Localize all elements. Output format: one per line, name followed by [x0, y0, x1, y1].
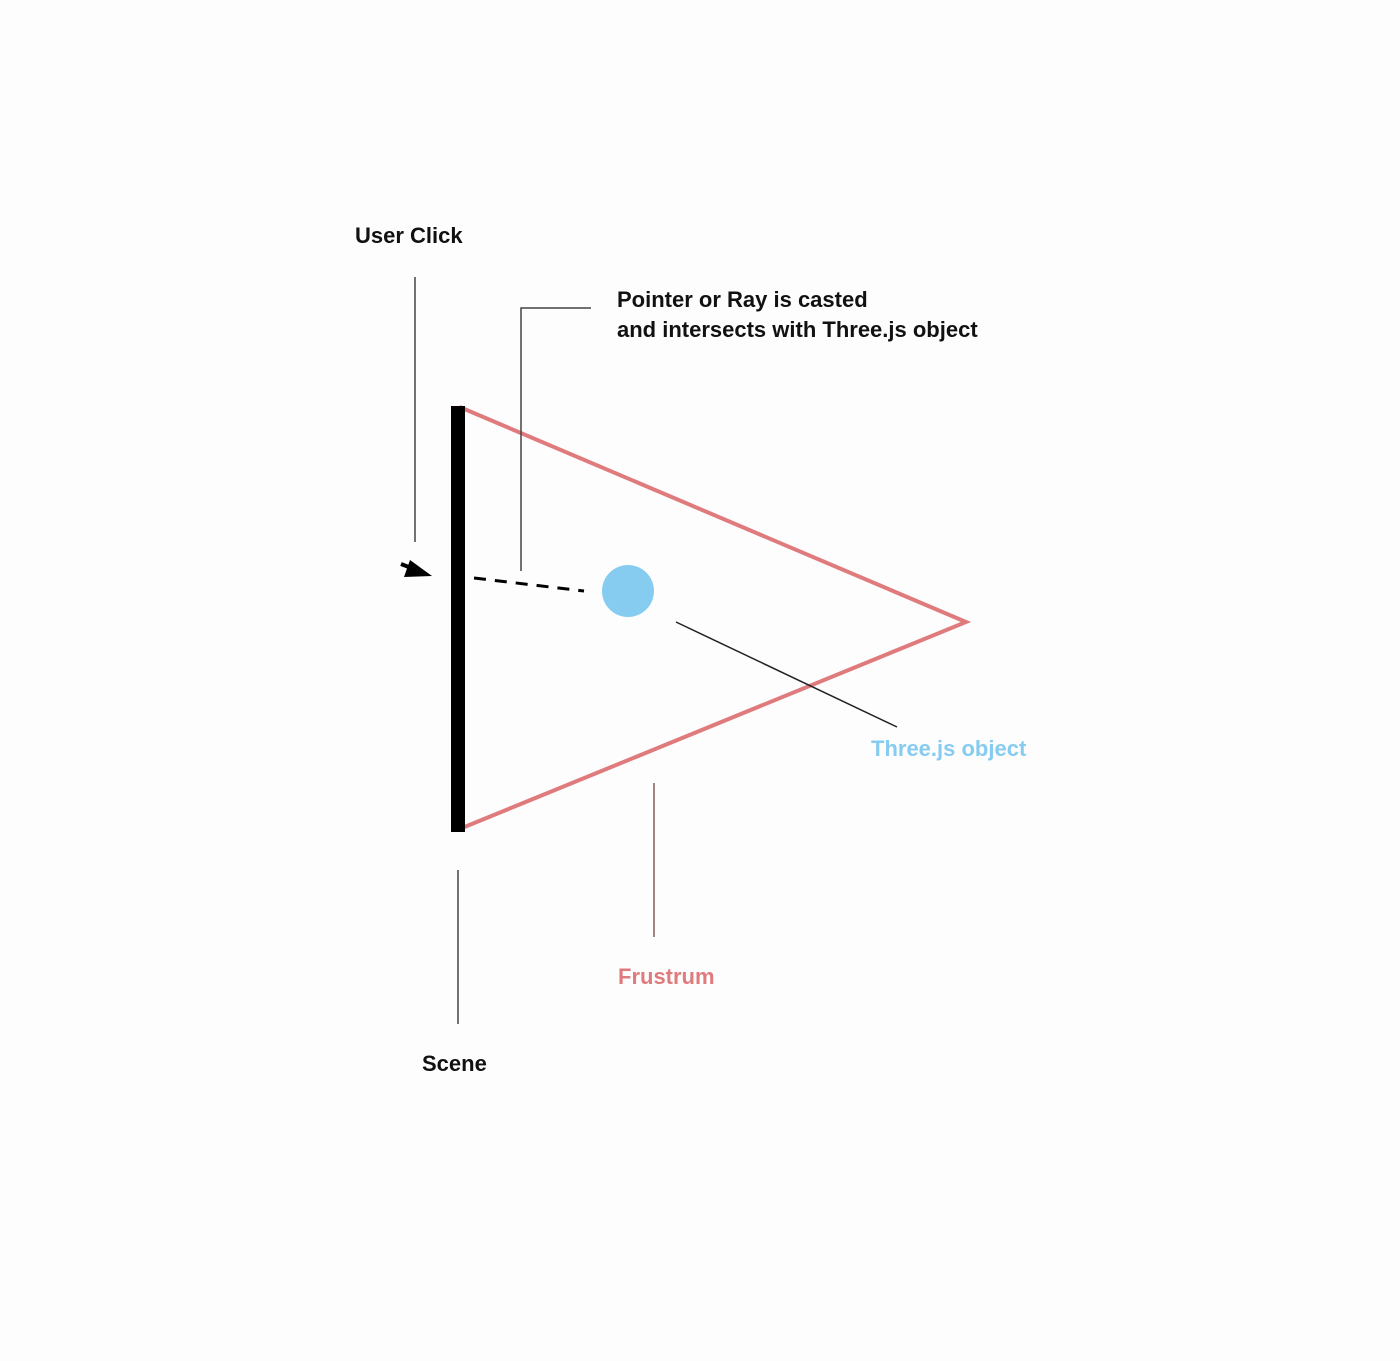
ray-description-line-1: Pointer or Ray is casted	[617, 287, 868, 312]
arrow-cursor-icon	[400, 560, 432, 577]
threejs-object-circle	[602, 565, 654, 617]
ray-leader-line	[520, 307, 591, 571]
ray-dashed-line	[473, 576, 585, 593]
user-click-label: User Click	[355, 223, 463, 248]
scene-bar	[451, 406, 465, 832]
threejs-object-label: Three.js object	[871, 736, 1027, 761]
ray-description-line-2: and intersects with Three.js object	[617, 317, 978, 342]
ray-description-label: Pointer or Ray is casted and intersects …	[617, 285, 978, 345]
frustrum-triangle	[460, 404, 972, 831]
scene-label: Scene	[422, 1051, 487, 1076]
threejs-object-leader-line	[675, 621, 898, 728]
frustrum-label: Frustrum	[618, 964, 715, 989]
